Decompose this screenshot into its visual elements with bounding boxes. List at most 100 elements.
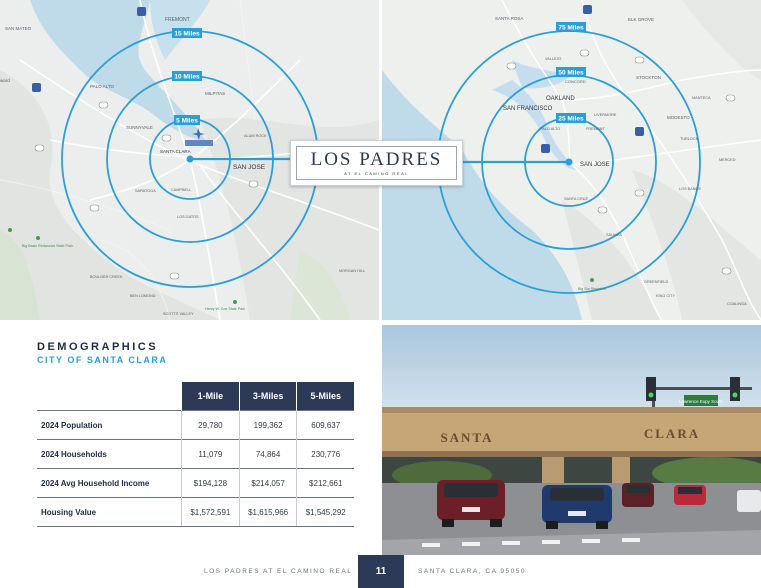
cell-value: $214,057: [238, 468, 297, 498]
col-header-5-miles: 5-Miles: [296, 382, 354, 411]
cell-value: $1,572,591: [181, 497, 240, 527]
logo-wordmark: LOS PADRES: [310, 149, 443, 170]
place-greenfield: GREENFIELD: [644, 280, 669, 284]
place-modesto: MODESTO: [667, 115, 690, 120]
ring-label-5-text: 5 Miles: [176, 118, 198, 125]
place-scotts-valley: SCOTTS VALLEY: [163, 312, 194, 316]
cell-value: 199,362: [238, 410, 297, 440]
table-row: Housing Value $1,572,591 $1,615,966 $1,5…: [37, 497, 354, 527]
traffic-light-left: [646, 377, 656, 401]
ring-label-5: 5 Miles: [174, 115, 200, 125]
place-santa-clara: SANTA CLARA: [160, 149, 191, 154]
ring-label-75-text: 75 Miles: [558, 25, 584, 32]
place-san-mateo: SAN MATEO: [5, 26, 32, 31]
row-label-households: 2024 Households: [37, 439, 182, 469]
ring-label-10: 10 Miles: [172, 71, 202, 81]
table-corner: [37, 382, 182, 411]
street-sign-text: Lawrence Expy South: [679, 399, 723, 404]
cell-value: $212,661: [296, 468, 354, 498]
place-san-jose: SAN JOSE: [233, 164, 266, 171]
place-alum-rock: ALUM ROCK: [244, 134, 267, 138]
place-turlock: TURLOCK: [680, 137, 699, 141]
traffic-light-right: [730, 377, 740, 401]
place-merced: MERCED: [719, 158, 736, 162]
cell-value: 74,864: [238, 439, 297, 469]
demographics-title: DEMOGRAPHICS: [37, 341, 159, 353]
row-label-housing-value: Housing Value: [37, 497, 182, 527]
cell-value: $194,128: [181, 468, 240, 498]
demographics-subtitle: CITY OF SANTA CLARA: [37, 355, 168, 365]
property-logo: LOS PADRES AT EL CAMINO REAL: [290, 140, 463, 186]
place-stockton: STOCKTON: [636, 75, 661, 80]
place-big-sur: Big Sur Shoreline: [578, 287, 606, 291]
ring-label-50: 50 Miles: [556, 67, 586, 77]
demographics-table: 1-Mile 3-Miles 5-Miles 2024 Population 2…: [37, 382, 354, 527]
table-row: 2024 Population 29,780 199,362 609,637: [37, 410, 354, 440]
place-salinas: SALINAS: [606, 233, 623, 237]
photo-illustration: Lawrence Expy South SANTA CLARA: [382, 325, 761, 555]
ring-label-10-text: 10 Miles: [174, 74, 200, 81]
table-row: 2024 Avg Household Income $194,128 $214,…: [37, 468, 354, 498]
property-logo-frame: LOS PADRES AT EL CAMINO REAL: [296, 146, 457, 180]
regional-radius-map: 75 Miles 50 Miles 25 Miles SANTA ROSA EL…: [382, 0, 761, 320]
footer-address: SANTA CLARA, CA 95050: [418, 568, 526, 575]
footer-property-name: LOS PADRES AT EL CAMINO REAL: [204, 568, 353, 575]
place-fremont: FREMONT: [165, 17, 190, 23]
logo-tagline: AT EL CAMINO REAL: [344, 171, 409, 176]
place-oakland: OAKLAND: [546, 96, 575, 102]
place-san-jose-r: SAN JOSE: [580, 162, 610, 168]
place-saratoga: SARATOGA: [135, 189, 156, 193]
cell-value: 230,776: [296, 439, 354, 469]
row-label-income: 2024 Avg Household Income: [37, 468, 182, 498]
place-henry-coe: Henry W. Coe State Park: [205, 307, 245, 311]
table-header-row: 1-Mile 3-Miles 5-Miles: [37, 382, 354, 411]
airport-icon: [185, 128, 213, 146]
col-header-3-miles: 3-Miles: [238, 382, 297, 411]
bridge-text-clara: CLARA: [644, 426, 700, 441]
ring-label-75: 75 Miles: [556, 22, 586, 32]
place-elk-grove: ELK GROVE: [628, 17, 654, 22]
place-big-basin: Big Basin Redwoods State Park: [22, 244, 73, 248]
car-blue-sedan: [542, 485, 612, 529]
cell-value: 29,780: [181, 410, 240, 440]
place-livermore: LIVERMORE: [594, 113, 617, 117]
place-coalinga: COALINGA: [727, 302, 747, 306]
place-concord: CONCORD: [565, 79, 586, 84]
bridge-text-santa: SANTA: [440, 430, 493, 445]
ring-label-25: 25 Miles: [556, 113, 586, 123]
cell-value: 609,637: [296, 410, 354, 440]
place-ben-lomond: BEN LOMOND: [130, 294, 156, 298]
site-marker-regional: [565, 158, 573, 166]
place-santa-cruz: SANTA CRUZ: [564, 197, 588, 201]
cell-value: $1,545,292: [296, 497, 354, 527]
cell-value: 11,079: [181, 439, 240, 469]
place-vallejo: VALLEJO: [545, 57, 561, 61]
place-manteca: MANTECA: [692, 96, 711, 100]
place-sunnyvale: SUNNYVALE: [126, 125, 153, 130]
place-fremont-r: FREMONT: [586, 127, 605, 131]
place-los-gatos: LOS GATOS: [177, 215, 199, 219]
place-los-banos: LOS BANOS: [679, 187, 701, 191]
car-red-distant: [674, 485, 706, 505]
place-palo-alto: PALO ALTO: [90, 84, 115, 89]
place-morgan-hill: MORGAN HILL: [339, 269, 365, 273]
ring-label-15-text: 15 Miles: [174, 31, 200, 38]
row-label-population: 2024 Population: [37, 410, 182, 440]
col-header-1-mile: 1-Mile: [181, 382, 240, 411]
table-row: 2024 Households 11,079 74,864 230,776: [37, 439, 354, 469]
ring-label-15: 15 Miles: [172, 28, 202, 38]
car-dark-red: [622, 483, 654, 507]
place-boulder-creek: BOULDER CREEK: [90, 275, 123, 279]
ring-label-25-text: 25 Miles: [558, 116, 584, 123]
place-milpitas: MILPITAS: [205, 91, 225, 96]
place-palo-alto-r: PALO ALTO: [540, 127, 560, 131]
cell-value: $1,615,966: [238, 497, 297, 527]
ring-label-50-text: 50 Miles: [558, 70, 584, 77]
car-maroon-suv: [437, 480, 505, 527]
site-marker: [186, 155, 194, 163]
street-sign: [684, 395, 718, 406]
place-ward: ward: [0, 78, 10, 83]
place-santa-rosa: SANTA ROSA: [495, 16, 523, 21]
place-san-francisco: SAN FRANCISCO: [503, 106, 553, 112]
santa-clara-bridge-photo: Lawrence Expy South SANTA CLARA: [382, 325, 761, 555]
